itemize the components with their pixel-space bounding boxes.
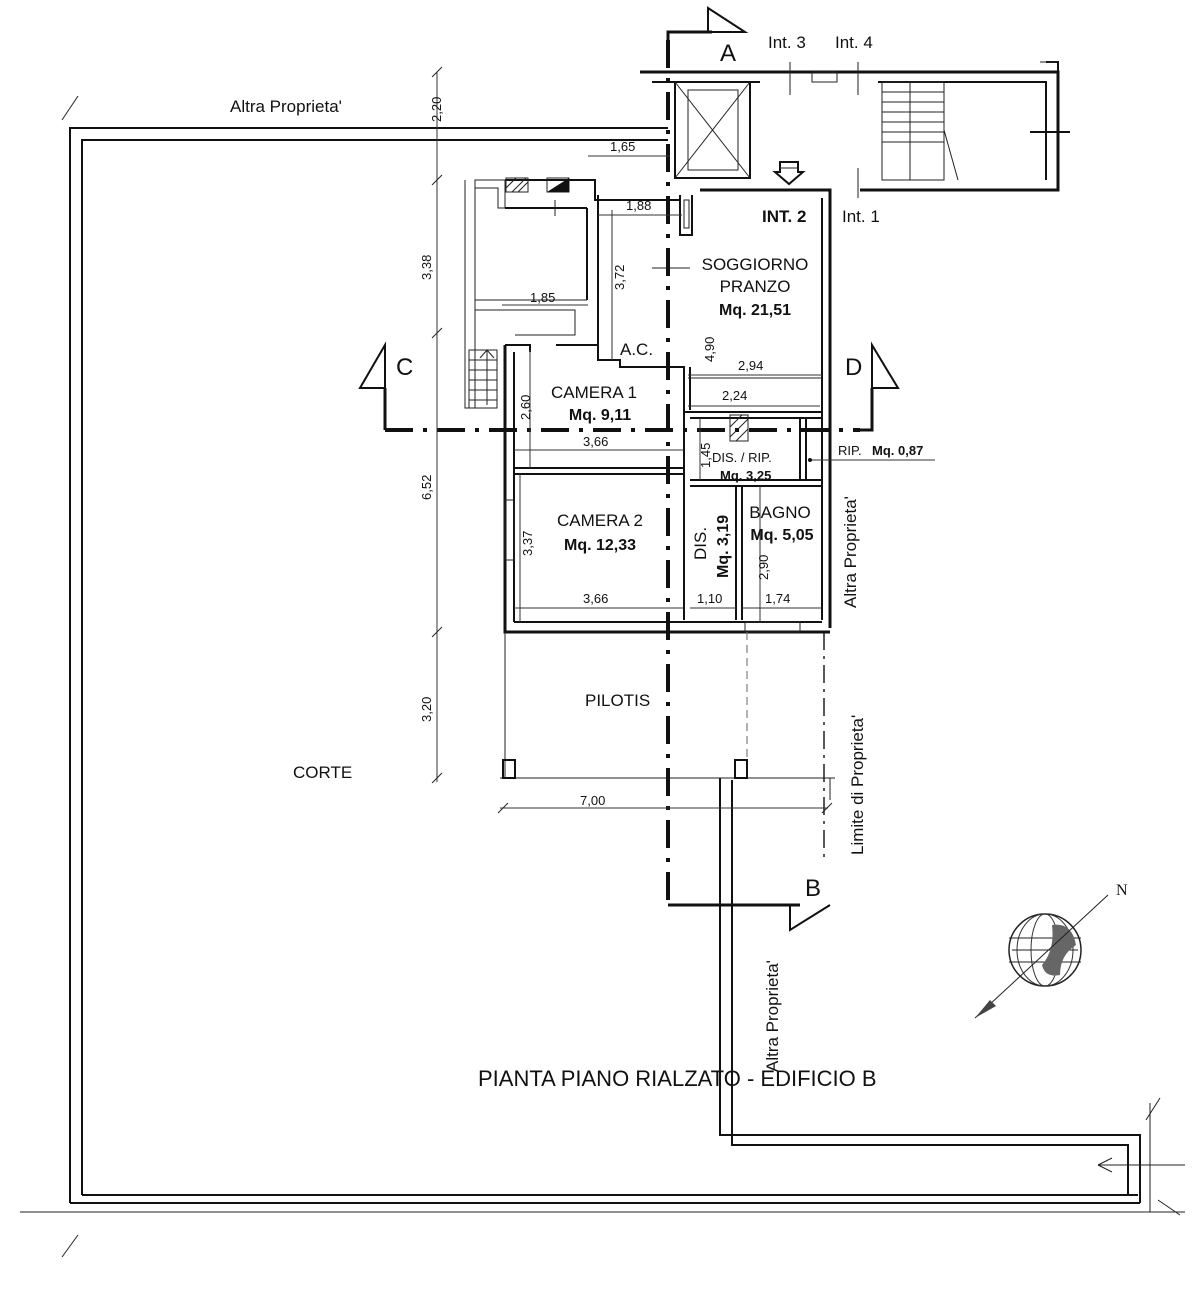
rip-name: RIP.	[838, 443, 862, 458]
north-compass-icon	[974, 894, 1109, 1019]
unit-int2-label: INT. 2	[762, 207, 806, 226]
bagno-area: Mq. 5,05	[750, 527, 813, 544]
soggiorno-area: Mq. 21,51	[719, 302, 791, 319]
dis-rip-name: DIS. / RIP.	[712, 450, 772, 465]
limite-proprieta: Limite di Proprieta'	[848, 715, 867, 855]
dim-165: 1,65	[610, 139, 635, 154]
bagno-name: BAGNO	[749, 503, 810, 522]
north-label: N	[1116, 882, 1128, 899]
dim-294: 2,94	[738, 358, 763, 373]
dim-224: 2,24	[722, 388, 747, 403]
dim-145: 1,45	[698, 443, 713, 468]
dim-185: 1,85	[530, 290, 555, 305]
camera1-name: CAMERA 1	[551, 383, 637, 402]
unit-int3-label: Int. 3	[768, 33, 806, 52]
dis-name: DIS.	[691, 527, 710, 560]
dim-110: 1,10	[697, 591, 722, 606]
camera2-area: Mq. 12,33	[564, 537, 636, 554]
rip-area: Mq. 0,87	[872, 443, 923, 458]
ac-label: A.C.	[620, 340, 653, 359]
dimension-texts: 2,20 3,38 6,52 3,20 1,65 1,88 3,72 1,85 …	[419, 97, 790, 808]
dis-area: Mq. 3,19	[715, 515, 732, 578]
unit-int4-label: Int. 4	[835, 33, 873, 52]
dim-372: 3,72	[612, 265, 627, 290]
dim-337: 3,37	[520, 531, 535, 556]
camera1-area: Mq. 9,11	[569, 407, 631, 424]
dim-174: 1,74	[765, 591, 790, 606]
dimension-lines	[431, 66, 935, 814]
dim-700: 7,00	[580, 793, 605, 808]
dim-188: 1,88	[626, 198, 651, 213]
soggiorno-name-1: SOGGIORNO	[702, 255, 809, 274]
dis-rip-area: Mq. 3,25	[720, 468, 771, 483]
dim-260: 2,60	[518, 395, 533, 420]
dim-338: 3,38	[419, 255, 434, 280]
pilotis-label: PILOTIS	[585, 691, 650, 710]
dim-220: 2,20	[429, 97, 444, 122]
drawing-title: PIANTA PIANO RIALZATO - EDIFICIO B	[478, 1066, 877, 1091]
property-boundary	[20, 95, 1185, 1258]
dim-366a: 3,66	[583, 434, 608, 449]
corte-label: CORTE	[293, 763, 352, 782]
dim-490: 4,90	[702, 337, 717, 362]
dim-320: 3,20	[419, 697, 434, 722]
unit-int1-label: Int. 1	[842, 207, 880, 226]
section-a-label: A	[720, 40, 736, 67]
section-b-label: B	[805, 875, 821, 902]
section-lines	[358, 6, 900, 932]
camera2-name: CAMERA 2	[557, 511, 643, 530]
section-d-label: D	[845, 354, 862, 381]
dim-366b: 3,66	[583, 591, 608, 606]
altra-proprieta-right: Altra Proprieta'	[841, 496, 860, 608]
altra-proprieta-bottom: Altra Proprieta'	[763, 960, 782, 1072]
dim-290: 2,90	[756, 555, 771, 580]
altra-proprieta-top: Altra Proprieta'	[230, 97, 342, 116]
soggiorno-name-2: PRANZO	[720, 277, 791, 296]
text-labels: PIANTA PIANO RIALZATO - EDIFICIO B Int. …	[230, 33, 1128, 1091]
stair-block	[640, 61, 1070, 198]
section-c-label: C	[396, 354, 413, 381]
dim-652: 6,52	[419, 475, 434, 500]
